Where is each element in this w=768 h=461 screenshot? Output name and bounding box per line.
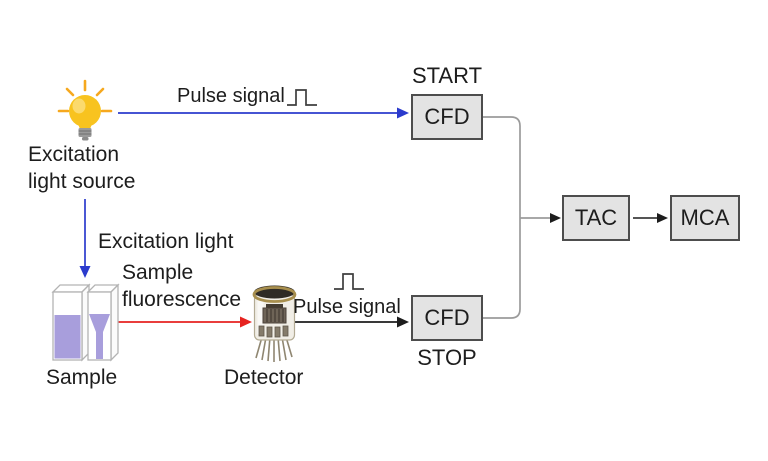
tac-arrowhead: [550, 213, 561, 223]
bulb-screw-base: [78, 128, 92, 137]
cfd-bracket-path: [483, 116, 521, 319]
pulse-stop-arrowhead: [397, 316, 409, 328]
pmt-pins: [255, 336, 293, 362]
pmt-lower-electrodes: [258, 325, 289, 338]
tac-mca-arrowhead: [657, 213, 668, 223]
fluorescence-label: Sample fluorescence: [122, 259, 241, 313]
pmt-electrode: [282, 325, 289, 337]
pmt-pin: [267, 336, 271, 362]
pmt-detector-icon: [252, 285, 297, 362]
pmt-pin: [277, 336, 281, 362]
bulb-ray-upright: [95, 87, 105, 97]
sample-label: Sample: [46, 366, 118, 389]
cuvette1-liquid: [54, 315, 81, 359]
cuvette1-outline: [52, 291, 83, 361]
pmt-dynode-slats: [266, 309, 284, 322]
pulse-stop-label: Pulse signal: [293, 296, 401, 318]
pulse-start-label: Pulse signal: [177, 85, 285, 107]
pmt-electrode: [258, 325, 265, 337]
bulb-ray-upleft: [65, 87, 75, 97]
cuvette2-outline: [87, 291, 112, 361]
bulb-tip: [82, 137, 89, 141]
pulse-stop-arrow: [295, 273, 409, 328]
fluorescence-label-line1: Sample: [122, 261, 194, 284]
light-source-label-line2: light source: [28, 170, 136, 193]
detector-label: Detector: [224, 366, 304, 389]
cuvettes-icon: [51, 283, 120, 362]
bulb-glass: [69, 95, 101, 127]
cuvette2-side-face: [110, 283, 119, 362]
pmt-pin: [261, 336, 267, 361]
light-bulb-icon: [57, 79, 113, 141]
cfd-stop-tag: STOP: [417, 345, 477, 370]
pulse-start-arrowhead: [397, 107, 409, 119]
cfd-start-box: CFD: [411, 94, 483, 140]
pulse-start-arrow: [118, 89, 409, 119]
cfd-stop-label: CFD: [424, 305, 470, 330]
fluorescence-label-line2: fluorescence: [122, 288, 242, 311]
light-source-label-line1: Excitation: [28, 143, 120, 166]
cfd-stop-box: CFD: [411, 295, 483, 341]
pmt-brass-ring: [252, 286, 297, 303]
excitation-light-arrowhead: [79, 266, 91, 278]
pmt-glass-highlight: [257, 300, 264, 334]
mca-box: MCA: [670, 195, 740, 241]
mca-label: MCA: [680, 205, 730, 230]
bulb-highlight: [72, 98, 86, 114]
bulb-neck: [78, 124, 92, 129]
bulb-rays: [57, 79, 113, 113]
tac-label: TAC: [574, 205, 618, 230]
excitation-light-arrow: [79, 199, 91, 278]
cfd-start-label: CFD: [424, 104, 470, 129]
pmt-focus-plate: [266, 304, 283, 309]
pmt-electrode: [274, 326, 281, 338]
tac-box: TAC: [562, 195, 630, 241]
cfd-join-connector: [483, 116, 561, 319]
tac-mca-arrow: [633, 213, 668, 223]
pmt-pin: [281, 336, 287, 361]
pulse-waveform-icon: [334, 273, 364, 290]
light-source-label: Excitation light source: [28, 141, 135, 195]
cfd-start-tag: START: [411, 63, 483, 88]
pmt-electrode: [266, 326, 273, 338]
excitation-light-label: Excitation light: [98, 230, 234, 253]
cuvette2-liquid-funnel: [89, 314, 110, 359]
pulse-waveform-icon: [287, 89, 317, 106]
fluorescence-arrowhead: [240, 316, 252, 328]
fluorescence-arrow: [118, 316, 252, 328]
